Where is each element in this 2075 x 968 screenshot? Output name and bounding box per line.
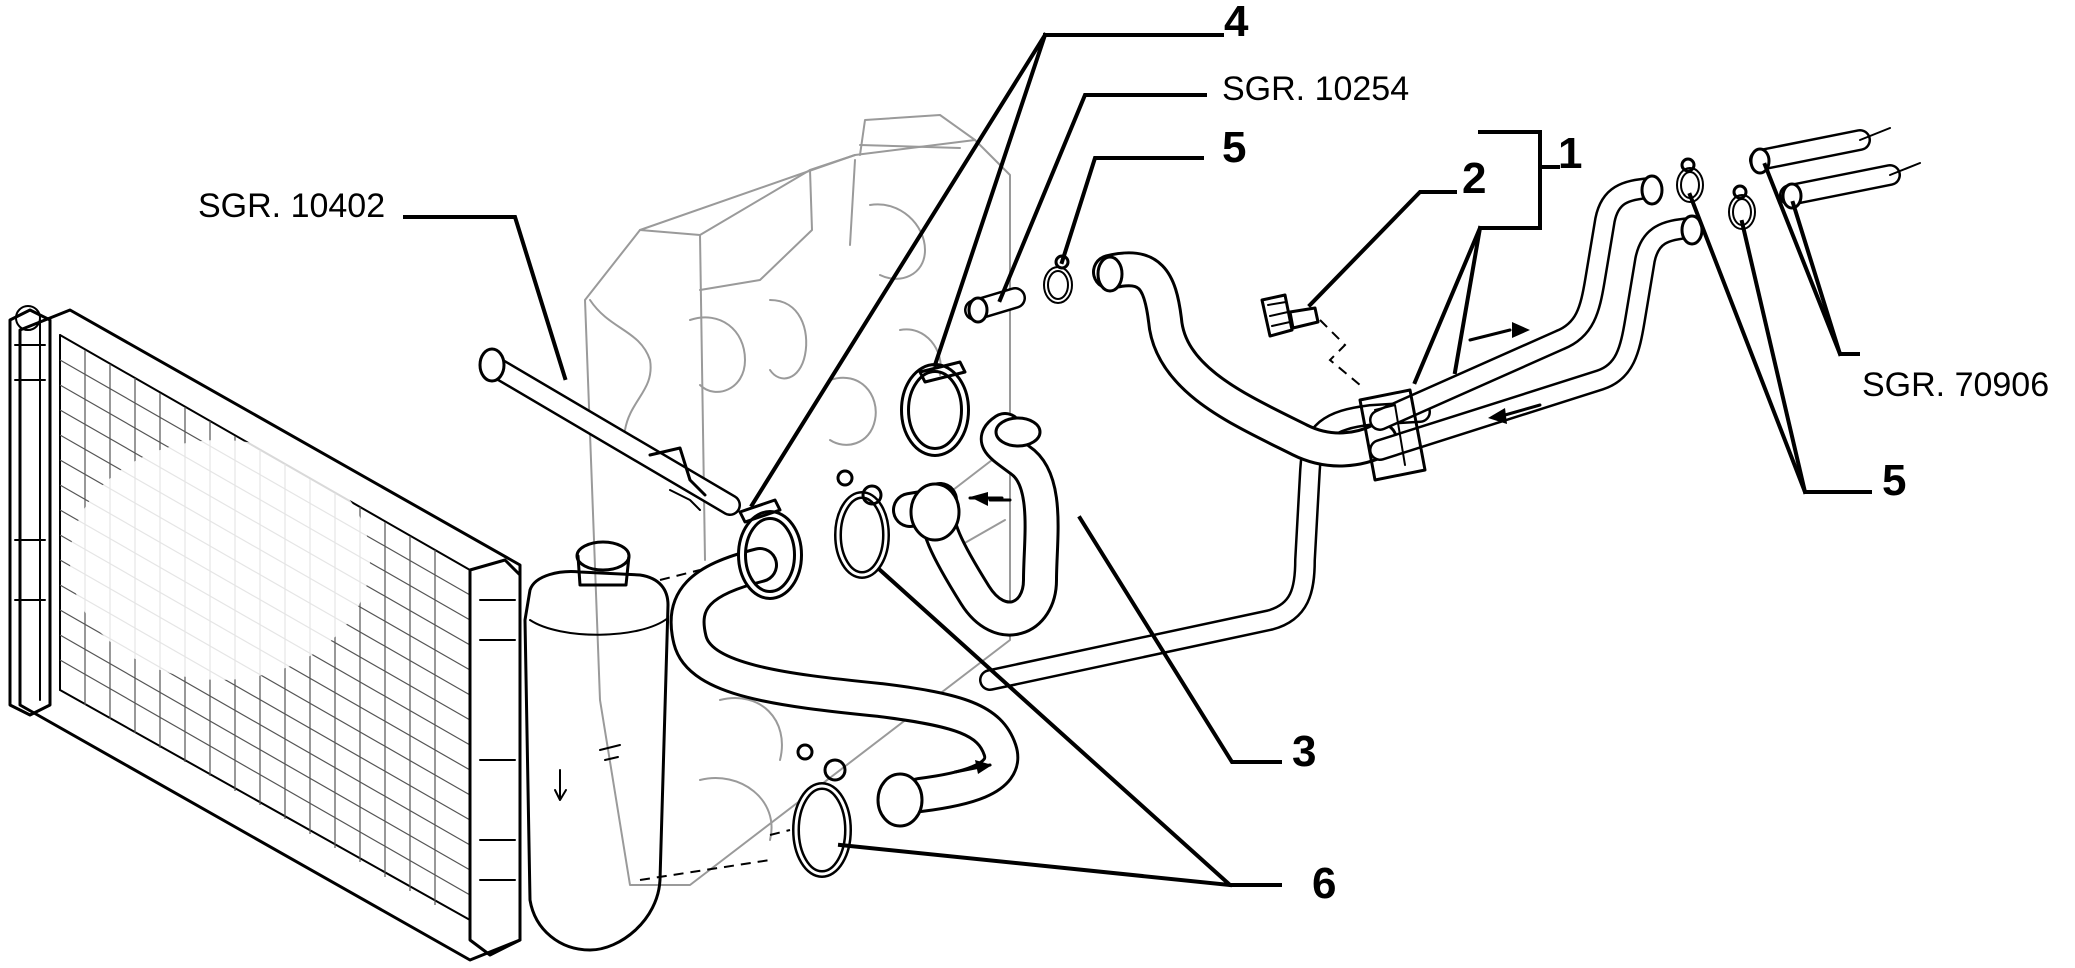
upper-heater-hose [1092, 251, 1398, 468]
leader-lines [403, 32, 1872, 888]
callout-labels: 4 SGR. 10254 5 1 2 SGR. 10402 SGR. 70906… [198, 0, 2049, 908]
clamp-4-upper [900, 360, 970, 457]
expansion-tank [523, 540, 670, 952]
alignment-lines [639, 569, 791, 881]
radiator [8, 305, 522, 962]
callout-1: 1 [1558, 129, 1582, 178]
metal-pipe-sgr-10402 [478, 347, 741, 516]
ref-sgr-10402: SGR. 10402 [198, 187, 385, 225]
long-return-pipe [979, 401, 1431, 691]
callout-3: 3 [1292, 727, 1316, 776]
clamp-5-top [1043, 254, 1073, 304]
bleed-screw-2 [1260, 293, 1361, 386]
pipes-sgr-70906 [1749, 127, 1921, 210]
callout-6: 6 [1312, 859, 1336, 908]
clamp-6-upper [834, 469, 890, 579]
lower-hose [669, 547, 1020, 828]
ref-sgr-70906: SGR. 70906 [1862, 366, 2049, 404]
callout-5-top: 5 [1222, 123, 1246, 172]
callout-4: 4 [1224, 0, 1249, 46]
heater-pipe-assembly-1 [1358, 174, 1704, 482]
spigot-sgr-10254 [964, 287, 1026, 324]
callout-2: 2 [1462, 154, 1486, 203]
ref-sgr-10254: SGR. 10254 [1222, 70, 1409, 108]
elbow-hose-3 [892, 412, 1060, 637]
clamp-6-lower [792, 743, 852, 878]
callout-5-right: 5 [1882, 456, 1906, 505]
clamp-4-lower [737, 498, 803, 600]
